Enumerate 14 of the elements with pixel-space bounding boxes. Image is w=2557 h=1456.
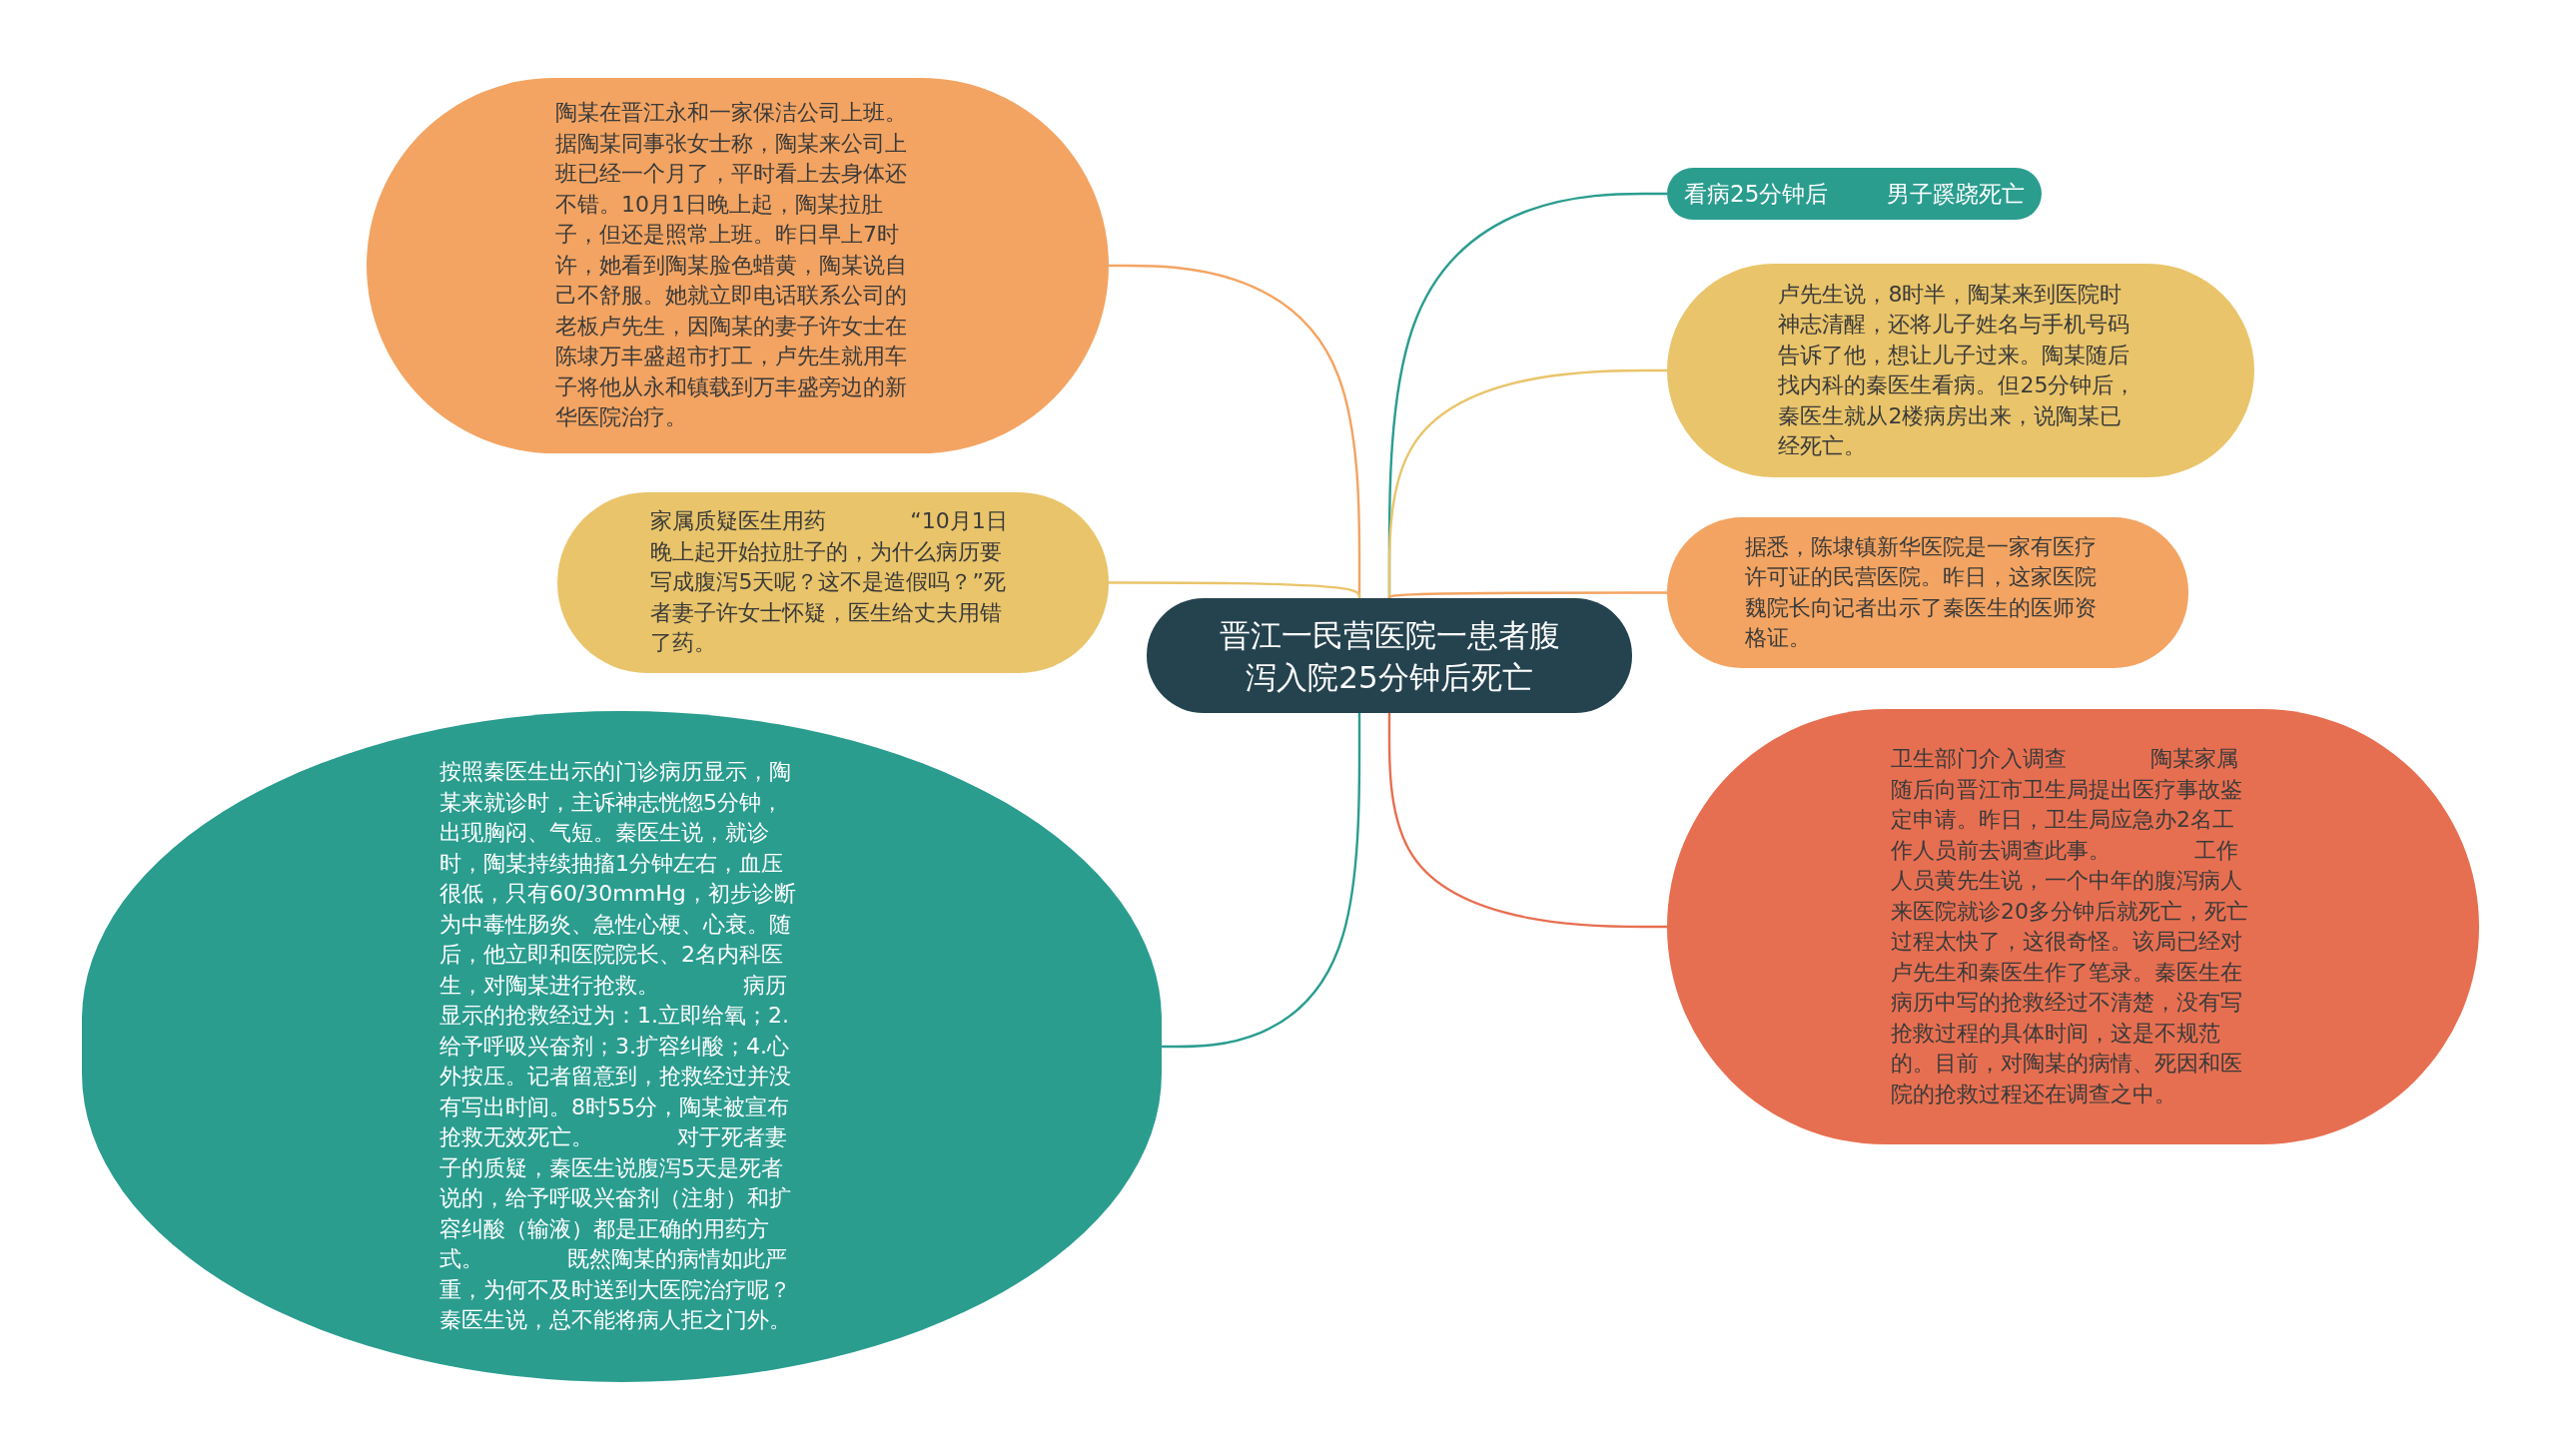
topic-text: 陶某在晋江永和一家保洁公司上班。据陶某同事张女士称，陶某来公司上班已经一个月了，平时看上去身体还不错。10月1日晚上起，陶某拉肚子，但还是照常上班。昨日早上7时许，她看到陶某脸色蜡黄，陶某说自己不舒服。她就立即电话联系公司的老板卢先生，因陶某的妻子许女士在陈埭万丰盛超市打工，卢先生就用车子将他从永和镇载到万丰盛旁边的新华医院治疗。 [554,99,908,432]
topic-text: 卢先生说，8时半，陶某来到医院时神志清醒，还将儿子姓名与手机号码告诉了他，想让儿子过来。陶某随后找内科的秦医生看病。但25分钟后，秦医生就从2楼病房出来，说陶某已经死亡。 [1778,280,2137,460]
topic-bubble [1667,168,2042,220]
connector [1387,368,1667,598]
topic-text: 看病25分钟后 男子蹊跷死亡 [1684,179,2025,209]
topic-title: 晋江一民营医院一患者腹泻入院25分钟后死亡 [1219,615,1560,697]
topic-text: 卫生部门介入调查 陶某家属随后向晋江市卫生局提出医疗事故鉴定申请。昨日，卫生局应急办2名工作人员前去调查此事。 工作人员黄先生说，一个中年的腹泻病人来医院就诊20多分钟后就死亡，死亡过程太快了，这很奇怪。该局已经对卢先生和秦医生作了笔录。秦医生在病历中写的抢救经过不清楚，没有写抢救过程的具体时间，这是不规范的。目前，对陶某的病情、死因和医院的抢救过程还在调查之中。 [1890,745,2249,1108]
connector [1387,591,1667,599]
topic-text: 据悉，陈埭镇新华医院是一家有医疗许可证的民营医院。昨日，这家医院魏院长向记者出示了秦医生的医师资格证。 [1745,532,2099,652]
connector [1109,581,1361,599]
topic-text: 按照秦医生出示的门诊病历显示，陶某来就诊时，主诉神志恍惚5分钟，出现胸闷、气短。秦医生说，就诊时，陶某持续抽搐1分钟左右，血压很低，只有60/30mmHg，初步诊断为中毒性肠炎、急性心梗、心衰。随后，他立即和医院院长、2名内科医生，对陶某进行抢救。 病历显示的抢救经过为：1.立即给氧；2.给予呼吸兴奋剂；3.扩容纠酸；4.心外按压。记者留意到，抢救经过并没有写出时间。8时55分，陶某被宣布抢救无效死亡。 对于死者妻子的质疑，秦医生说腹泻5天是死者说的，给予呼吸兴奋剂（注射）和扩容纠酸（输液）都是正确的用药方式。 既然陶某的病情如此严重，为何不及时送到大医院治疗呢？秦医生说，总不能将病人拒之门外。 [438,758,797,1335]
topic-text: 家属质疑医生用药 “10月1日晚上起开始拉肚子的，为什么病历要写成腹泻5天呢？这不是造假吗？”死者妻子许女士怀疑，医生给丈夫用错了药。 [650,507,1009,658]
connector [1387,713,1667,929]
connector [1162,713,1361,1049]
